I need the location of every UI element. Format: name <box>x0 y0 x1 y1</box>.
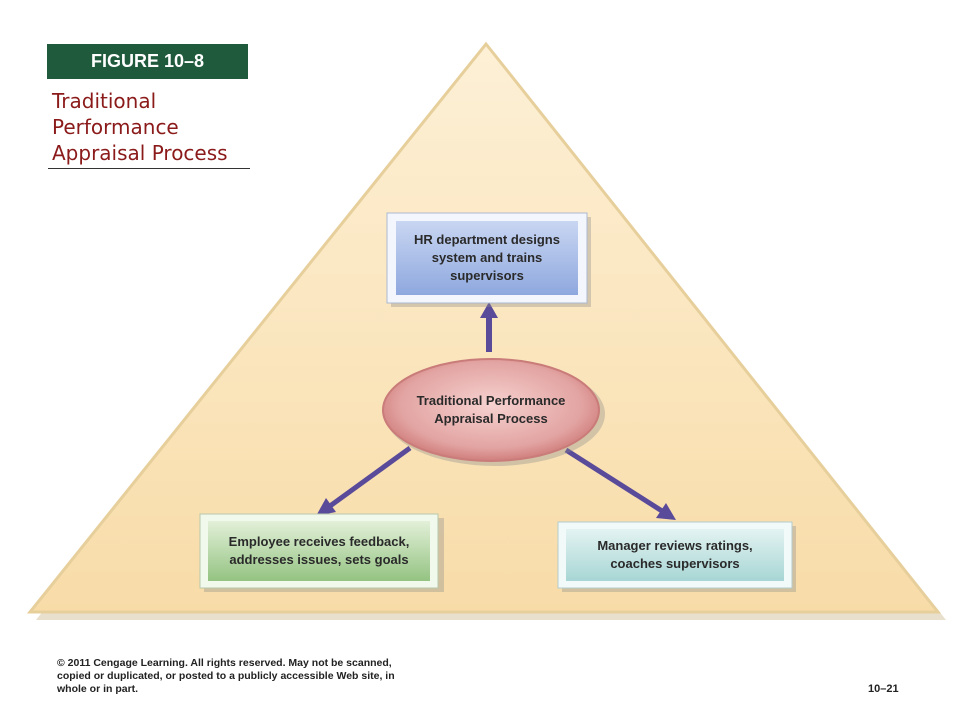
copyright-line: whole or in part. <box>57 683 139 695</box>
figure-title: Traditional Performance Appraisal Proces… <box>52 88 252 166</box>
right-box-line: coaches supervisors <box>610 556 740 571</box>
figure-title-line: Traditional <box>52 89 157 113</box>
page-number: 10–21 <box>868 683 899 695</box>
copyright-line: copied or duplicated, or posted to a pub… <box>57 670 395 682</box>
left-box-line: addresses issues, sets goals <box>229 552 409 567</box>
top-box <box>396 221 578 295</box>
triangle-background <box>26 41 942 614</box>
arrow-to-top <box>480 302 498 352</box>
right-box <box>566 529 784 581</box>
top-box-label: HR department designs system and trains … <box>396 221 578 295</box>
copyright-line: © 2011 Cengage Learning. All rights rese… <box>57 657 392 669</box>
center-line: Appraisal Process <box>434 411 548 426</box>
left-box-line: Employee receives feedback, <box>228 534 410 549</box>
figure-title-line: Appraisal Process <box>52 141 228 165</box>
top-box-line: system and trains <box>431 250 543 265</box>
top-box-line: supervisors <box>450 268 524 283</box>
title-rule <box>48 168 250 169</box>
right-box-line: Manager reviews ratings, <box>597 538 753 553</box>
center-line: Traditional Performance <box>416 393 566 408</box>
arrow-to-right <box>564 447 676 520</box>
arrow-to-left <box>316 445 412 516</box>
copyright-notice: © 2011 Cengage Learning. All rights rese… <box>57 657 477 696</box>
left-box <box>208 521 430 581</box>
top-box-line: HR department designs <box>414 232 560 247</box>
figure-title-line: Performance <box>52 115 179 139</box>
figure-label: FIGURE 10–8 <box>47 44 248 79</box>
left-box-label: Employee receives feedback, addresses is… <box>208 521 430 581</box>
center-ellipse-label: Traditional Performance Appraisal Proces… <box>391 380 591 440</box>
center-ellipse <box>382 358 600 462</box>
right-box-label: Manager reviews ratings, coaches supervi… <box>566 529 784 581</box>
